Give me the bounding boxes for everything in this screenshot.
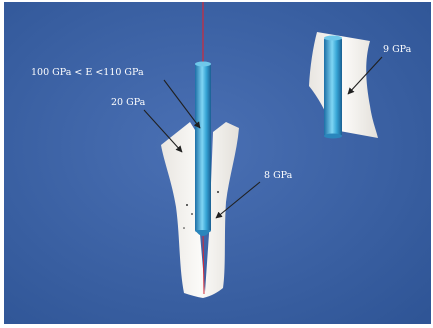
label-core-modulus: 20 GPa bbox=[111, 97, 146, 108]
speck bbox=[186, 204, 188, 206]
label-dentin-modulus: 8 GPa bbox=[264, 170, 293, 181]
label-post-modulus: 100 GPa < E <110 GPa bbox=[31, 67, 144, 78]
section-post-bottom bbox=[324, 134, 342, 139]
speck bbox=[191, 213, 193, 215]
tooth-post-diagram: 100 GPa < E <110 GPa 20 GPa 8 GPa 9 GPa bbox=[4, 2, 431, 324]
section-post-top bbox=[324, 36, 342, 41]
label-section-modulus: 9 GPa bbox=[383, 44, 412, 55]
section-post bbox=[324, 38, 342, 136]
post-cylinder bbox=[195, 64, 211, 232]
post-top bbox=[195, 62, 211, 67]
speck bbox=[183, 227, 185, 229]
speck bbox=[217, 191, 219, 193]
